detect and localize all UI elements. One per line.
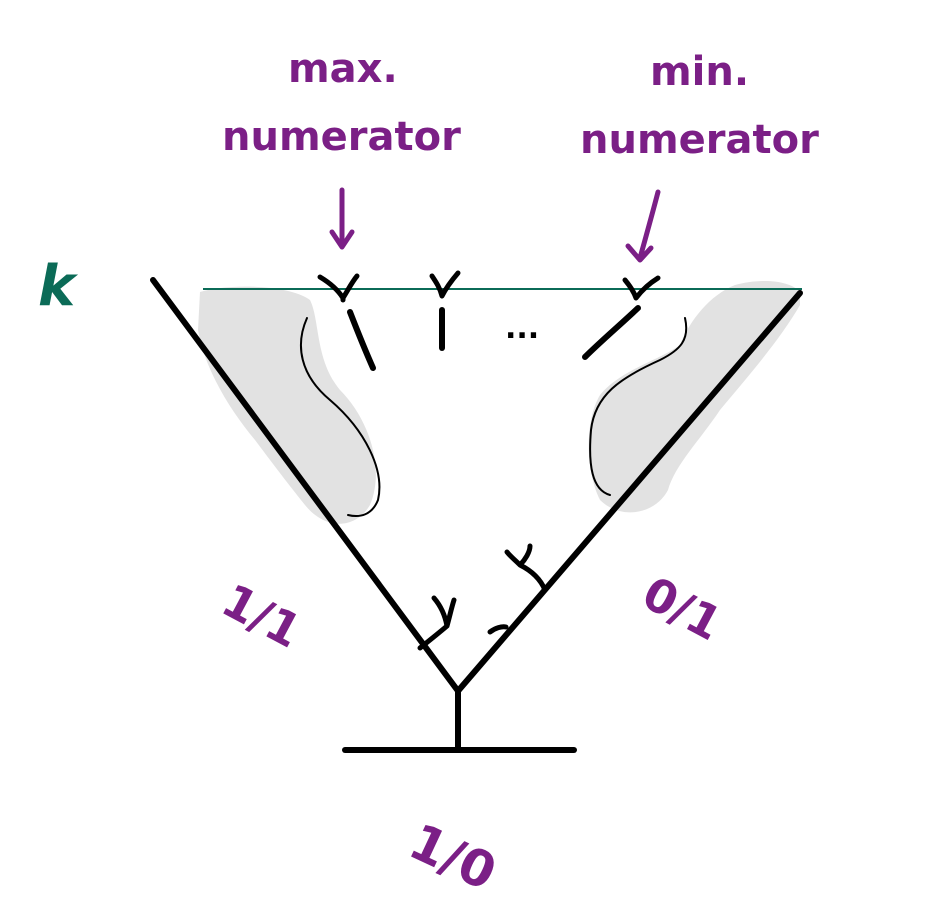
top-node-max-branch — [347, 309, 376, 371]
top-node-min — [622, 275, 661, 301]
right-small-branch-upper — [504, 543, 548, 593]
max-label-line1: max. — [288, 46, 398, 92]
right-fraction-label: 0/1 — [634, 566, 731, 652]
left-boundary-curve — [300, 317, 381, 518]
min-numerator-arrow — [625, 189, 661, 263]
left-shaded-region — [198, 286, 376, 524]
left-small-branch — [417, 595, 457, 651]
ellipsis-label: ... — [505, 311, 539, 346]
left-tree-edge — [150, 277, 461, 694]
max-label-line2: numerator — [222, 114, 461, 160]
min-label-line1: min. — [650, 49, 749, 95]
bottom-fraction-label: 1/0 — [401, 812, 505, 902]
right-shaded-region — [588, 280, 800, 513]
max-numerator-arrow — [329, 187, 355, 250]
right-boundary-curve — [589, 317, 688, 496]
level-k-label: k — [38, 254, 79, 319]
top-node-min-branch — [582, 305, 641, 360]
top-node-max — [317, 273, 360, 303]
right-small-branch-lower — [487, 624, 509, 635]
min-label-line2: numerator — [580, 117, 819, 163]
top-node-middle — [429, 270, 461, 299]
right-tree-edge — [455, 290, 803, 694]
left-fraction-label: 1/1 — [213, 573, 310, 659]
